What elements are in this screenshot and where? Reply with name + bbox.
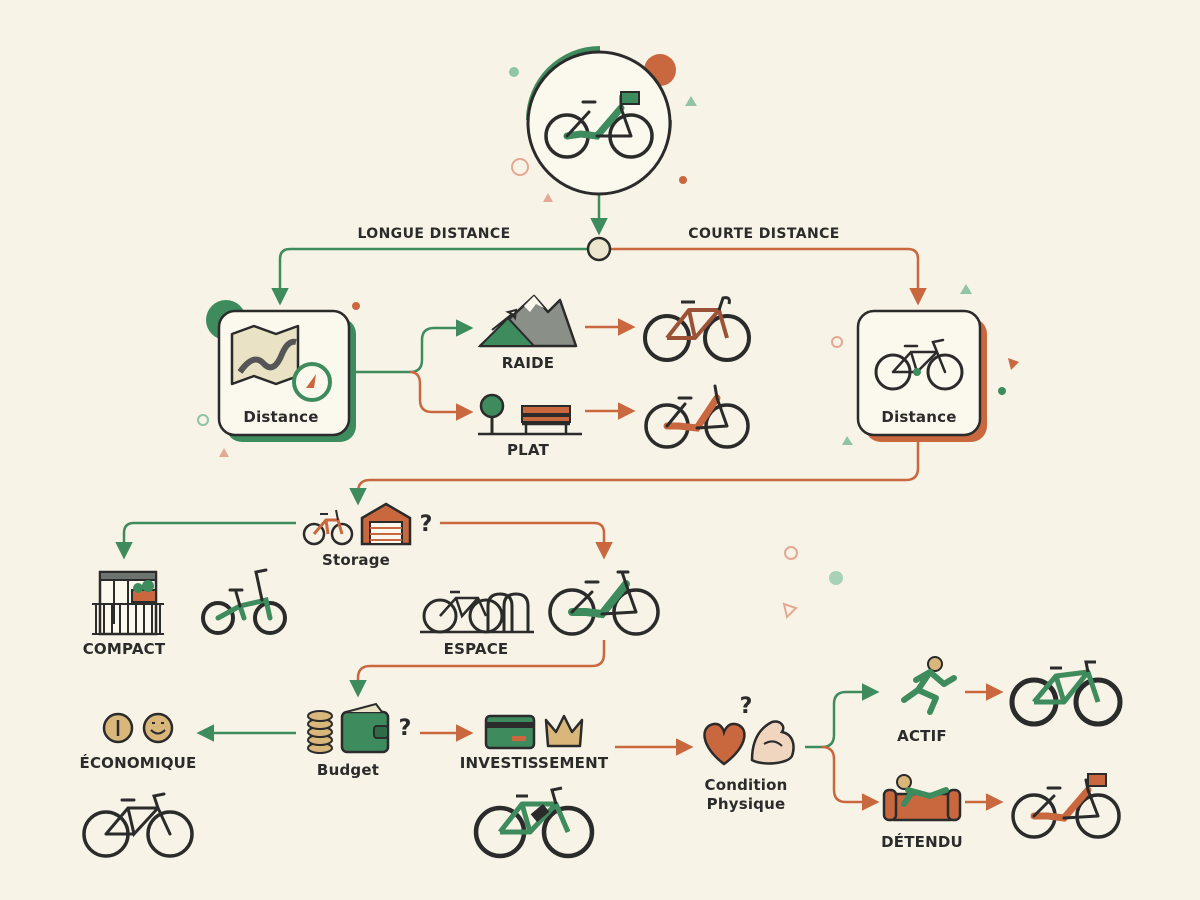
connectors [115,193,1004,811]
branch-label-long: LONGUE DISTANCE [357,226,511,242]
coin-smile-icon [102,712,174,744]
city-bike-icon [874,338,964,391]
option-label-compact: COMPACT [82,640,166,658]
city-bike-icon [544,91,654,159]
option-label-economique: ÉCONOMIQUE [79,754,197,772]
e-bike-icon [473,786,595,859]
bike-rack-icon [420,590,534,634]
node-label-condition-line1: Condition [704,776,788,794]
option-label-detendu: DÉTENDU [881,833,963,851]
folding-bike-icon [201,568,287,635]
node-label-distance-right: Distance [881,408,957,426]
tree-bench-icon [478,393,582,436]
mountain-bike-icon [1009,660,1123,727]
question-mark-condition: ? [739,694,753,719]
folding-bike-icon [302,509,354,546]
muscle-arm-icon [750,720,795,765]
distance-card-left [206,300,356,442]
junction-node [586,236,612,262]
crown-icon [544,714,584,748]
option-label-investissement: INVESTISSEMENT [459,754,609,772]
question-mark-budget: ? [398,716,412,741]
decorations [197,67,1019,619]
road-bike-icon [643,296,751,362]
step-through-bike-icon [1011,773,1121,839]
distance-card-right [856,309,987,442]
garage-icon [360,502,412,546]
coins-wallet-icon [307,702,390,754]
question-mark-storage: ? [419,512,433,537]
option-label-raide: RAIDE [501,354,555,372]
node-label-distance-left: Distance [243,408,319,426]
sofa-relax-icon [882,774,962,822]
runner-icon [901,656,957,715]
credit-card-icon [484,714,536,750]
mountain-icon [477,294,578,348]
node-label-budget: Budget [316,761,380,779]
node-label-storage: Storage [321,551,391,569]
option-label-actif: ACTIF [897,727,947,745]
step-through-bike-icon [644,384,750,449]
heart-icon [703,722,746,766]
map-compass-icon [230,324,332,402]
option-label-espace: ESPACE [443,640,509,658]
apartment-balcony-icon [92,570,164,636]
root-bike-node [526,46,676,196]
option-label-plat: PLAT [506,441,550,459]
city-bike-icon [82,792,194,858]
step-through-bike-icon [548,570,660,636]
node-label-condition-line2: Physique [706,795,786,813]
branch-label-short: COURTE DISTANCE [688,226,840,242]
